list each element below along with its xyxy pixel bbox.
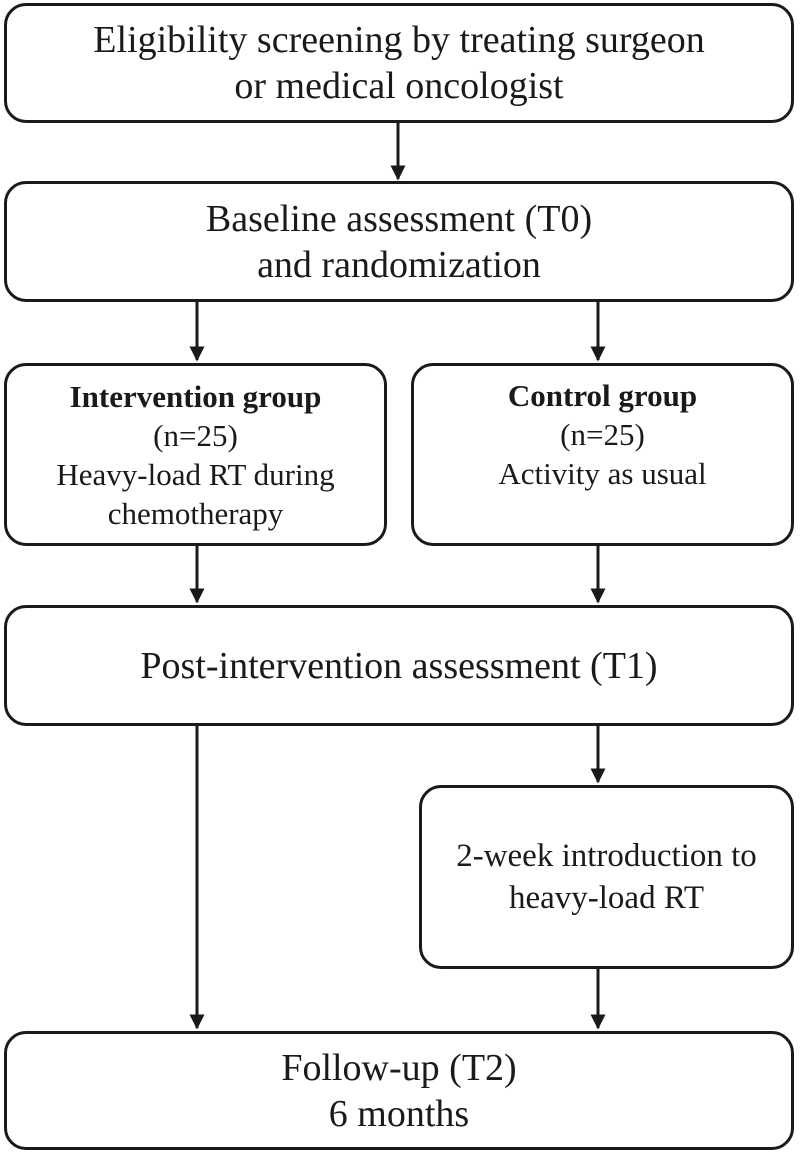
followup-line2: 6 months [328, 1092, 470, 1135]
introduction-line1: 2-week introduction to [456, 838, 757, 874]
intervention-group-box: Intervention group (n=25) Heavy-load RT … [4, 363, 387, 546]
post-intervention-box: Post-intervention assessment (T1) [4, 605, 794, 726]
introduction-line2: heavy-load RT [508, 880, 705, 916]
baseline-line2: and randomization [257, 243, 541, 286]
control-title: Control group [507, 378, 698, 413]
intervention-title: Intervention group [69, 378, 322, 414]
control-group-box: Control group (n=25) Activity as usual [411, 363, 794, 546]
control-n: (n=25) [560, 417, 645, 452]
intervention-line1: Heavy-load RT during [56, 456, 335, 492]
post-intervention-label: Post-intervention assessment (T1) [140, 644, 658, 687]
followup-box: Follow-up (T2) 6 months [4, 1031, 794, 1150]
intervention-line2: chemotherapy [107, 495, 284, 531]
baseline-line1: Baseline assessment (T0) [205, 197, 593, 240]
intervention-n: (n=25) [153, 417, 238, 453]
control-line1: Activity as usual [498, 456, 707, 491]
followup-line1: Follow-up (T2) [281, 1046, 517, 1089]
introduction-box: 2-week introduction to heavy-load RT [419, 785, 794, 969]
baseline-box: Baseline assessment (T0) and randomizati… [4, 181, 794, 302]
screening-line2: or medical oncologist [234, 65, 564, 107]
screening-line1: Eligibility screening by treating surgeo… [93, 19, 705, 61]
screening-box: Eligibility screening by treating surgeo… [4, 3, 794, 123]
